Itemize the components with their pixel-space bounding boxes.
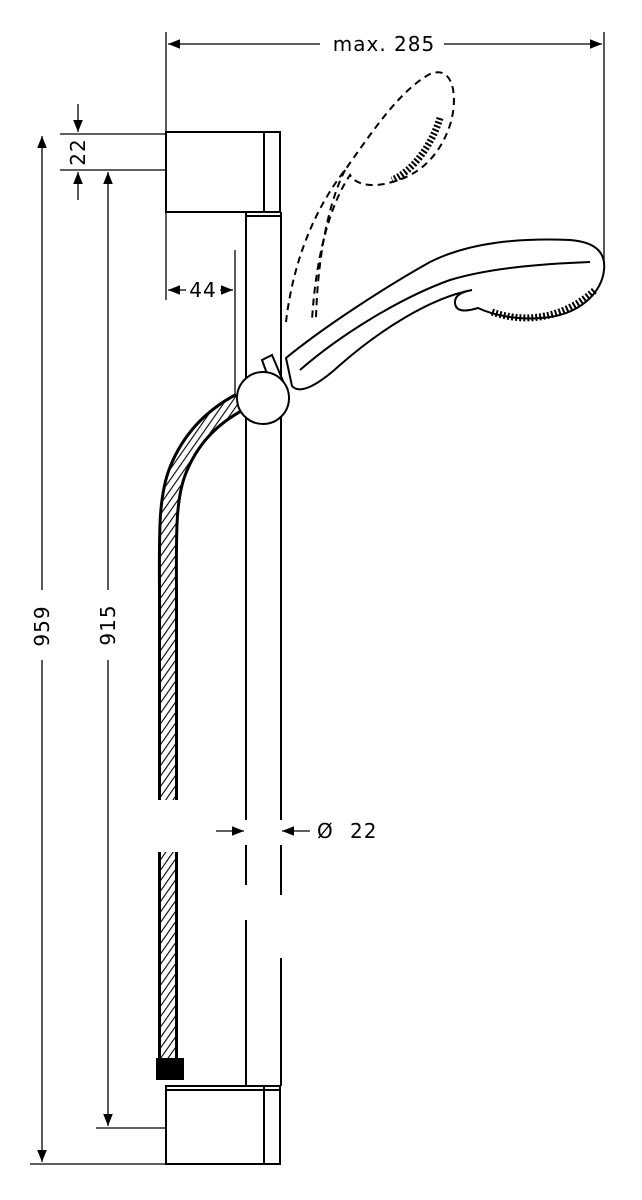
dimension-top-clearance: [60, 104, 166, 200]
hand-shower: [284, 238, 606, 391]
hand-shower-tilted-outline: [285, 71, 455, 323]
dimension-wall-offset: [165, 212, 236, 398]
bottom-wall-bracket: [165, 1085, 281, 1165]
shower-holder: [236, 353, 290, 425]
wall-offset-label: 44: [189, 278, 216, 302]
top-wall-bracket: [165, 131, 281, 218]
total-height-label: 959: [30, 605, 54, 646]
diameter-symbol: Ø: [317, 819, 334, 843]
shower-rail: [245, 212, 282, 1087]
dimension-max-reach: [165, 32, 605, 262]
rail-height-label: 915: [96, 604, 120, 645]
dimension-rail-height: [96, 172, 166, 1129]
rail-diameter-label: 22: [350, 819, 377, 843]
shower-hose: [156, 393, 245, 1080]
max-reach-label: max. 285: [333, 32, 435, 56]
dimension-total-height: [30, 136, 166, 1165]
top-clearance-label: 22: [66, 138, 90, 165]
hose-connector: [156, 1058, 184, 1080]
